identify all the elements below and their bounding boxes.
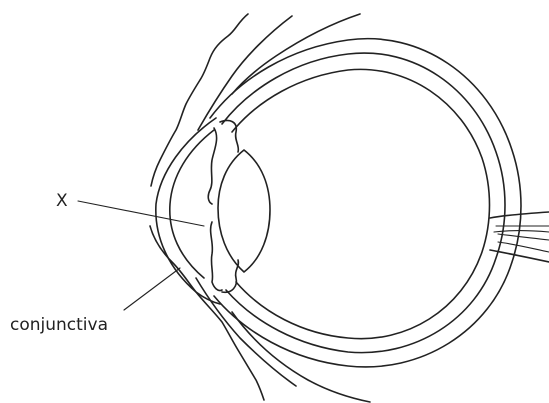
optic-nerve-bottom (490, 250, 549, 262)
lower-eyelid (150, 226, 264, 400)
cornea-inner (170, 130, 214, 278)
lens (218, 150, 270, 272)
upper-eyelid-inner (198, 16, 292, 130)
x-pointer-line (78, 201, 204, 226)
label-conjunctiva: conjunctiva (10, 315, 108, 335)
label-x: X (56, 191, 68, 211)
iris-upper (208, 128, 216, 204)
conjunctiva-pointer-line (124, 268, 180, 310)
optic-nerve-fiber (498, 242, 549, 252)
ciliary-body-lower (222, 260, 238, 292)
ciliary-body-upper (220, 120, 238, 152)
optic-nerve-top (490, 212, 549, 218)
optic-nerve-fiber (498, 234, 549, 240)
lower-lid-fold (232, 312, 370, 402)
cornea (156, 118, 220, 304)
